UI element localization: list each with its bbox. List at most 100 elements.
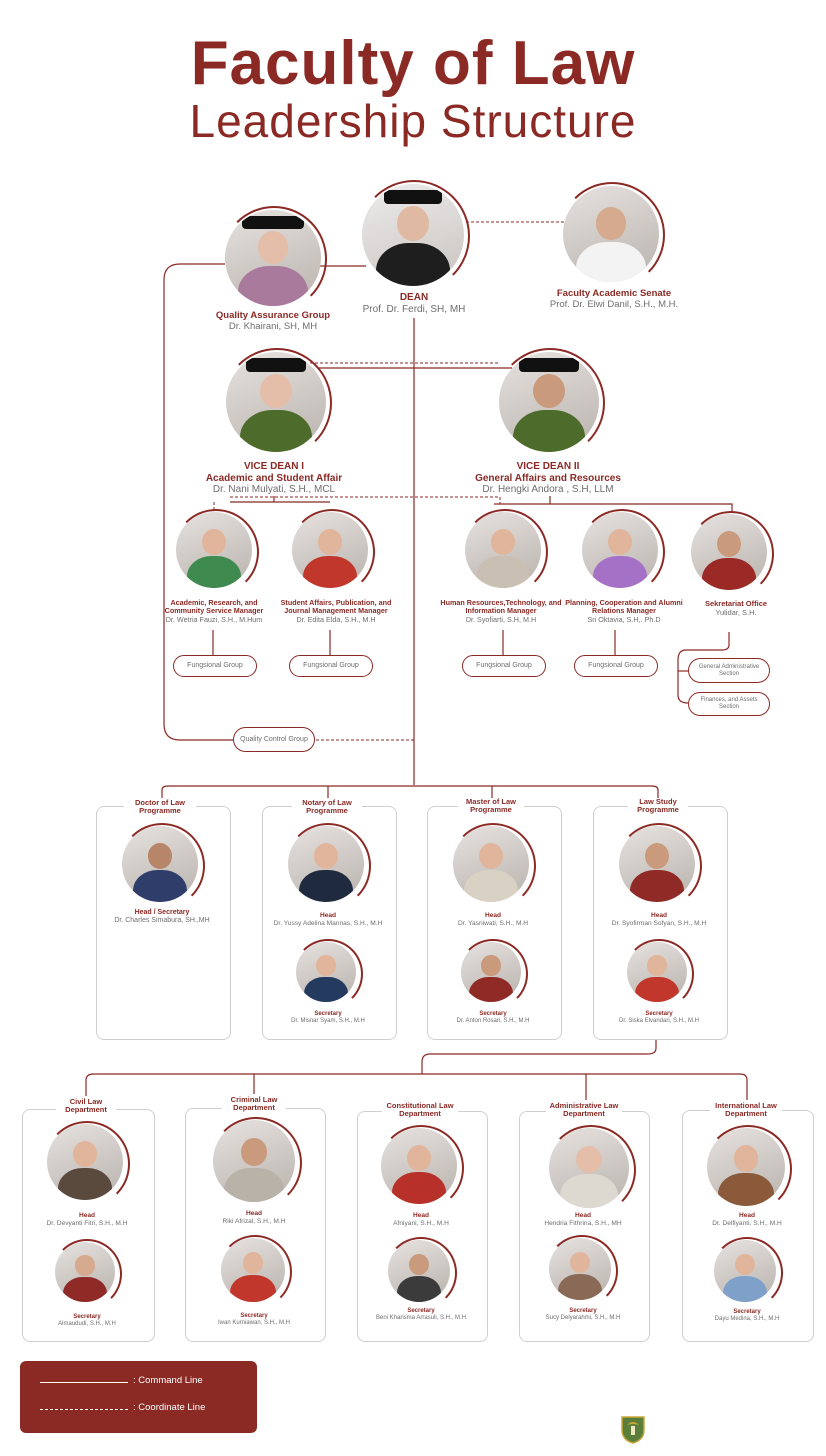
programme-secretary-role: Secretary [479,1011,507,1017]
department-head-ring [378,1125,464,1211]
programme-secretary-role: Secretary [314,1011,342,1017]
fungsional-group-pill: Fungsional Group [462,655,546,677]
programme-secretary-label: Secretary Dr. Anton Rosari, S.H., M.H [428,1011,558,1025]
department-secretary-ring [218,1235,292,1309]
dean-name: Prof. Dr. Ferdi, SH, MH [362,303,466,315]
fungsional-group-pill: Fungsional Group [173,655,257,677]
dean-role: DEAN [399,292,429,303]
department-secretary-role: Secretary [73,1314,101,1320]
department-head-role: Head [574,1212,592,1219]
coordinate-line-sample [40,1409,128,1410]
vice-dean-1-name: Dr. Nani Mulyati, S.H., MCL [212,484,336,495]
programme-secretary-ring [624,939,694,1009]
vice-dean-2-name: Dr. Hengki Andora , S.H, LLM [482,484,614,495]
legend-box [20,1361,257,1433]
manager-ring [462,509,548,595]
department-head-role: Head [78,1212,96,1219]
department-title: Civil Law Department [56,1097,116,1115]
manager-label: Planning, Cooperation and Alumni Relatio… [560,598,688,624]
programme-head-role: Head [650,912,668,919]
page-subtitle: Leadership Structure [189,95,637,147]
programme-title: Doctor of Law Programme [124,798,196,816]
vice-dean-2-ring [495,348,605,458]
department-secretary-label: Secretary Sucy Delyarahmi, S.H., M.H [520,1308,646,1322]
manager-label: Academic, Research, and Community Servic… [150,598,278,624]
department-secretary-name: Almaududi, S.H., M.H [58,1320,116,1327]
programme-head-name: Dr. Syofirman Sofyan, S.H., M.H [611,919,707,927]
vice-dean-2-role2: General Affairs and Resources [475,472,621,484]
programme-head-name: Dr. Charles Simabura, SH.,MH [114,917,210,925]
manager-label: Human Resources,Technology, and Informat… [432,598,570,624]
programme-secretary-ring [293,939,363,1009]
general-admin-section: General Administrative Section [688,658,770,683]
manager-ring [579,509,665,595]
programme-head-ring [285,823,371,909]
department-secretary-role: Secretary [569,1308,597,1314]
vice-dean-1-ring [222,348,332,458]
programme-secretary-name: Dr. Misnar Syam, S.H., M.H [291,1017,365,1024]
department-secretary-role: Secretary [240,1313,268,1319]
dean-label: DEAN Prof. Dr. Ferdi, SH, MH [334,292,494,315]
programme-secretary-ring [458,939,528,1009]
vice-dean-2-role1: VICE DEAN II [516,461,580,472]
manager-name: Yulidar, S.H. [715,607,757,617]
programme-head-role: Head [319,912,337,919]
programme-head-ring [119,823,205,909]
vice-dean-2-label: VICE DEAN II General Affairs and Resourc… [458,461,638,496]
vice-dean-1-role2: Academic and Student Affair [205,472,343,484]
manager-role: Human Resources,Technology, and Informat… [440,598,562,616]
department-head-name: Dr. Devyanti Fitri, S.H., M.H [46,1219,128,1227]
department-secretary-role: Secretary [407,1308,435,1314]
department-head-ring [546,1125,636,1215]
department-title: International Law Department [710,1101,782,1119]
programme-secretary-label: Secretary Dr. Siska Elvandari, S.H., M.H [594,1011,724,1025]
command-line-label: : Command Line [133,1375,203,1386]
department-secretary-label: Secretary Almaududi, S.H., M.H [23,1314,151,1328]
programme-head-label: Head / Secretary Dr. Charles Simabura, S… [98,909,226,925]
department-head-name: Riki Afrizal, S.H., M.H [222,1217,286,1225]
manager-role: Academic, Research, and Community Servic… [164,598,264,616]
department-head-role: Head [412,1212,430,1219]
manager-name: Sri Oktavia, S.H,. Ph.D [587,614,661,624]
programme-secretary-name: Dr. Siska Elvandari, S.H., M.H [618,1017,700,1024]
fungsional-group-pill: Fungsional Group [289,655,373,677]
department-secretary-ring [385,1237,457,1309]
programme-title: Notary of Law Programme [292,798,362,816]
qag-role: Quality Assurance Group [215,310,331,321]
manager-role: Student Affairs, Publication, and Journa… [280,598,392,616]
programme-secretary-name: Dr. Anton Rosari, S.H., M.H [456,1017,530,1024]
page-title: Faculty of Law [190,29,636,98]
department-head-ring [210,1117,302,1209]
manager-role: Sekretariat Office [704,599,768,608]
programme-head-label: Head Dr. Yasniwati, S.H., M.H [428,912,558,927]
senate-ring [559,182,665,288]
programme-head-ring [616,823,702,909]
manager-ring [289,509,375,595]
manager-role: Planning, Cooperation and Alumni Relatio… [565,598,683,616]
department-head-role: Head [245,1210,263,1217]
manager-ring [173,509,259,595]
department-head-name: Afniyani, S.H., M.H [393,1219,449,1227]
department-head-ring [44,1121,130,1207]
department-head-role: Head [738,1212,756,1219]
department-head-label: Head Afniyani, S.H., M.H [358,1212,484,1227]
department-head-ring [704,1125,792,1213]
department-secretary-ring [52,1239,122,1309]
department-secretary-name: Beni Kharisma Arrasuli, S.H., M.H [375,1314,467,1321]
programme-secretary-role: Secretary [645,1011,673,1017]
programme-head-name: Dr. Yussy Adelina Mannas, S.H., M.H [273,919,383,927]
programme-head-ring [450,823,536,909]
programme-head-label: Head Dr. Yussy Adelina Mannas, S.H., M.H [263,912,393,927]
department-head-name: Dr. Delfiyanti, S.H., M.H [712,1219,782,1227]
department-title: Criminal Law Department [222,1095,286,1113]
senate-label: Faculty Academic Senate Prof. Dr. Elwi D… [530,288,698,311]
programme-head-role: Head / Secretary [134,909,190,916]
quality-control-group: Quality Control Group [233,727,315,752]
department-head-name: Hendria Fithrina, S.H., MH [544,1219,622,1227]
programme-title: Law Study Programme [628,797,688,815]
department-secretary-ring [546,1235,618,1307]
department-head-label: Head Dr. Devyanti Fitri, S.H., M.H [23,1212,151,1227]
department-secretary-label: Secretary Beni Kharisma Arrasuli, S.H., … [358,1308,484,1322]
manager-name: Dr. Syofiarti, S.H, M.H [465,614,537,624]
